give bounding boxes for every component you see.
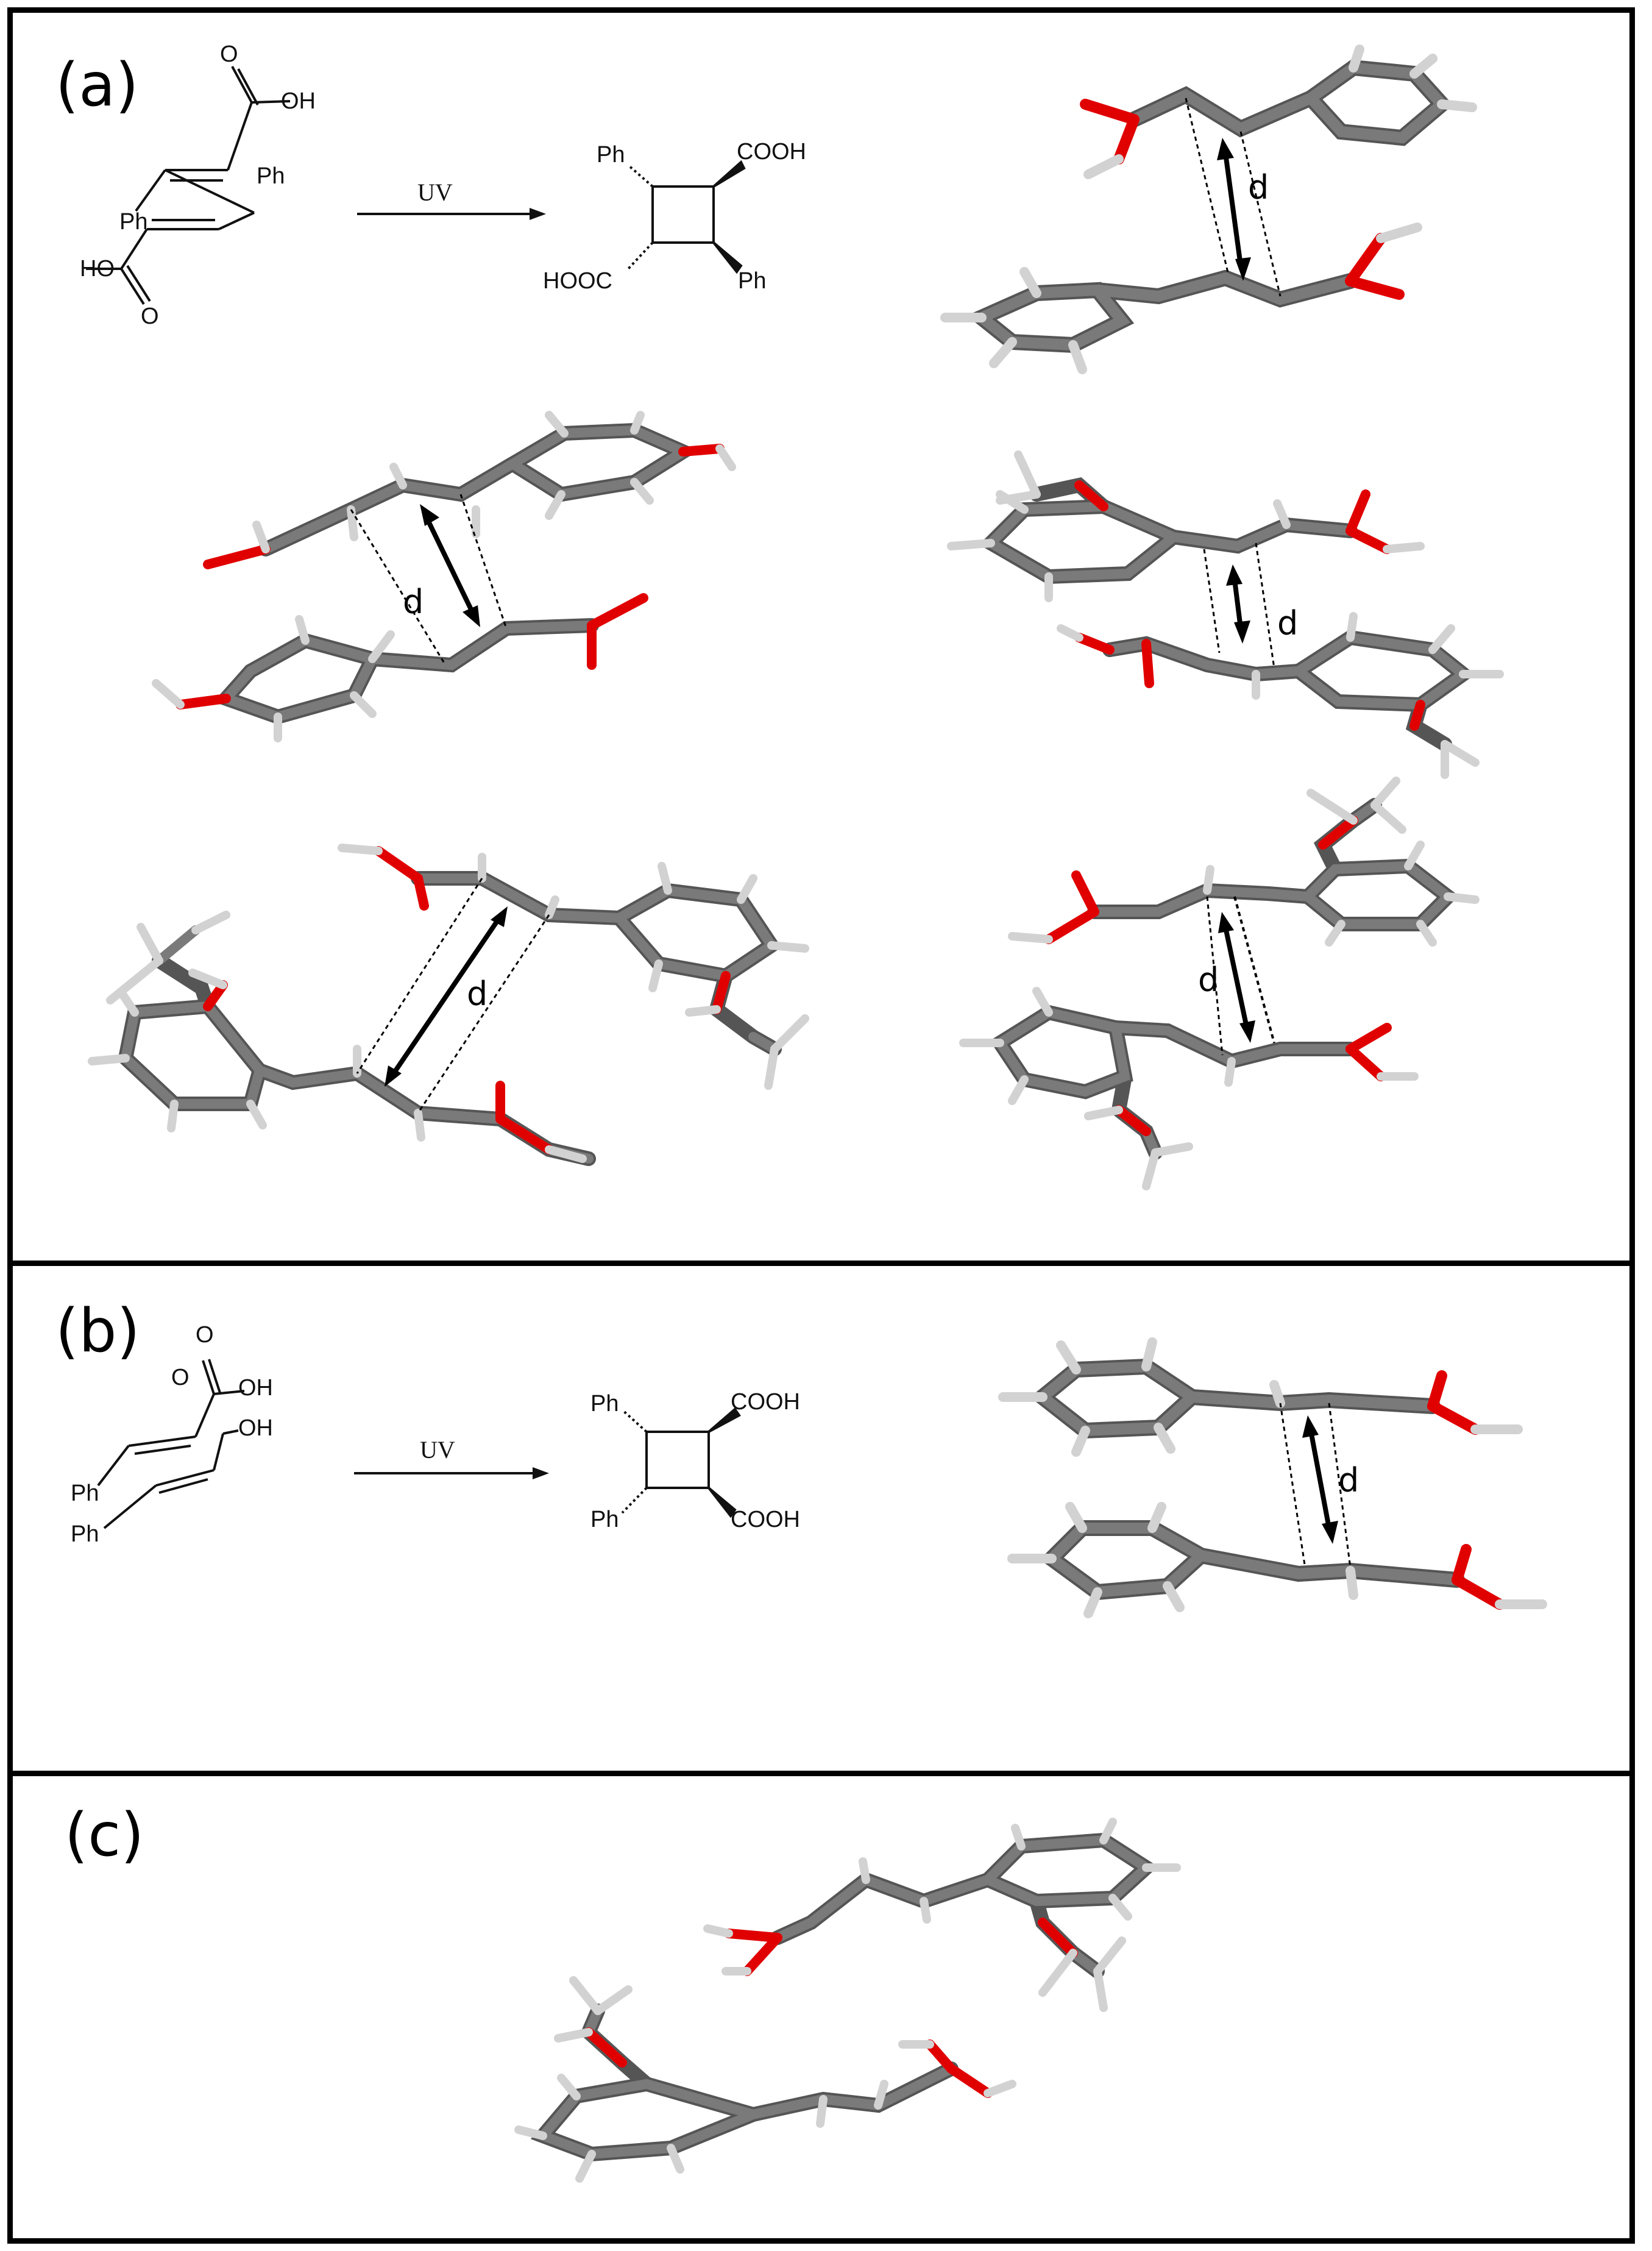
crystal-pair-hydroxy-cinnamic bbox=[152, 411, 736, 742]
product-a-cooh: COOH bbox=[737, 139, 806, 165]
product-a-ph-bottom: Ph bbox=[738, 268, 766, 294]
reactant-b-oh-mid: OH bbox=[238, 1415, 273, 1441]
reactant-a-oh-top: OH bbox=[281, 88, 316, 114]
product-structure-b bbox=[621, 1407, 741, 1518]
crystal-pair-ethoxy-cinnamic-2 bbox=[959, 777, 1480, 1190]
distance-label-2: d bbox=[403, 583, 424, 621]
panel-b-drawing: O OH O OH Ph Ph UV Ph COOH Ph COOH bbox=[71, 1322, 1547, 1618]
crystal-pair-ethoxy-nonreactive bbox=[514, 1818, 1181, 2183]
uv-label-b: UV bbox=[420, 1436, 455, 1463]
product-b-ph-bottom: Ph bbox=[590, 1507, 619, 1532]
uv-arrow-b bbox=[354, 1467, 549, 1479]
reactant-b-o-mid: O bbox=[171, 1365, 190, 1390]
distance-label-1: d bbox=[1248, 168, 1269, 207]
panel-a: (a) O OH Ph Ph HO O UV bbox=[7, 7, 1635, 1266]
panel-c-drawing bbox=[514, 1818, 1181, 2183]
reactant-a-ph-top: Ph bbox=[257, 163, 285, 189]
uv-arrow-a bbox=[357, 208, 546, 220]
crystal-pair-cinnamic-acid bbox=[940, 44, 1477, 374]
distance-label-6: d bbox=[1338, 1461, 1359, 1499]
reactant-a-o-bottom: O bbox=[141, 304, 159, 329]
product-a-hooc: HOOC bbox=[543, 268, 612, 294]
product-b-cooh-bottom: COOH bbox=[731, 1507, 800, 1532]
panel-c: (c) bbox=[7, 1771, 1635, 2244]
crystal-pair-ethoxy-cinnamic-1 bbox=[88, 844, 809, 1166]
reactant-structure-b bbox=[97, 1359, 245, 1529]
reactant-b-o-top: O bbox=[196, 1322, 214, 1348]
panel-label-a: (a) bbox=[55, 51, 139, 120]
distance-label-4: d bbox=[467, 975, 487, 1013]
panel-b: (b) O OH O OH Ph Ph UV bbox=[7, 1261, 1635, 1776]
panel-a-drawing: O OH Ph Ph HO O UV Ph COOH HOOC Ph bbox=[80, 41, 1504, 1190]
distance-label-5: d bbox=[1198, 961, 1219, 999]
reactant-a-ph-bottom: Ph bbox=[119, 209, 147, 235]
product-b-ph-top: Ph bbox=[590, 1391, 619, 1417]
reactant-a-ho-bottom: HO bbox=[80, 256, 115, 282]
uv-label-a: UV bbox=[417, 179, 453, 206]
crystal-pair-cinnamic-acid-beta bbox=[998, 1337, 1547, 1618]
reactant-structure-a bbox=[86, 66, 291, 305]
reactant-a-o-top: O bbox=[220, 41, 238, 67]
panel-label-b: (b) bbox=[55, 1296, 140, 1366]
product-b-cooh-top: COOH bbox=[731, 1389, 800, 1415]
distance-label-3: d bbox=[1277, 604, 1298, 642]
panel-label-c: (c) bbox=[65, 1801, 144, 1870]
crystal-pair-methoxy-cinnamic bbox=[947, 450, 1504, 779]
reactant-b-ph-bottom: Ph bbox=[71, 1521, 99, 1547]
reactant-b-oh-top: OH bbox=[238, 1375, 273, 1401]
product-structure-a bbox=[627, 160, 746, 274]
reactant-b-ph-top: Ph bbox=[71, 1481, 99, 1506]
product-a-ph-top: Ph bbox=[597, 142, 625, 168]
